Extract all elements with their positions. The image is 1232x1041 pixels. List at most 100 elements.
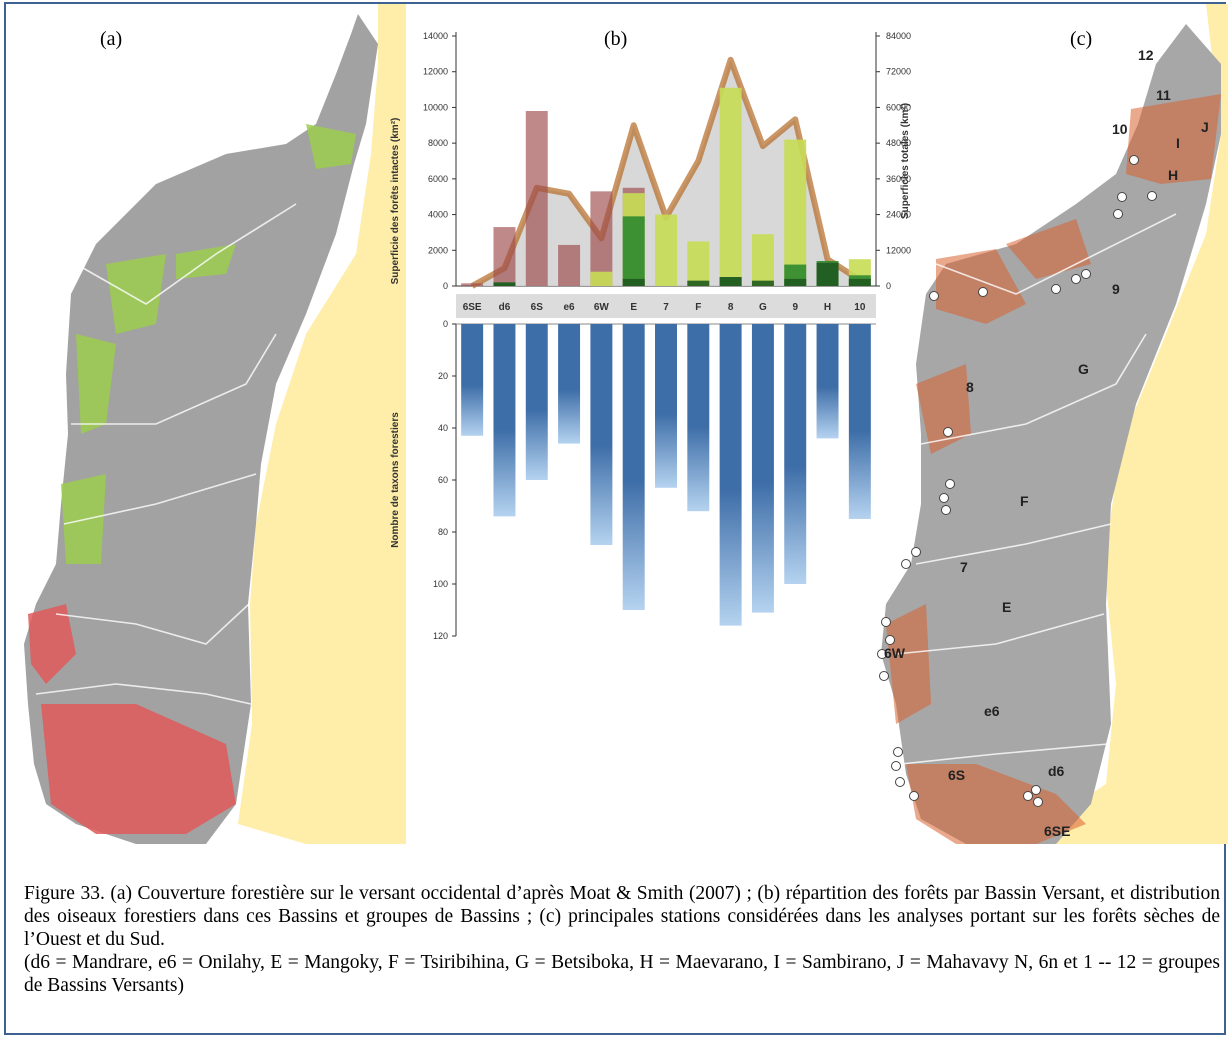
category-strip [456,294,876,318]
bottom-tick-label: 40 [438,423,448,433]
chart-labels: 0200040006000800010000120001400001200024… [390,31,911,641]
left-tick-label: 6000 [428,174,448,184]
bottom-tick-label: 0 [443,319,448,329]
area-total [472,59,860,286]
bottom-bar-F [687,324,710,512]
category-label-10: 10 [854,302,866,313]
top-bar-H [816,262,839,286]
top-right-axis-title: Superficies totales (km²) [900,103,911,219]
map-c-island [881,24,1221,844]
bottom-bar-H [816,324,839,439]
top-bar-8 [719,87,742,287]
panel-label-b: (b) [604,28,628,50]
category-label-6W: 6W [594,302,610,313]
right-tick-label: 72000 [886,67,911,77]
map-c-forest [886,94,1221,844]
top-bar-G [751,234,774,286]
category-label-H: H [824,302,831,313]
category-label-9: 9 [792,302,798,313]
map-c-label-E: E [1002,599,1011,615]
category-label-6S: 6S [531,302,544,313]
map-c-label-J: J [1201,119,1209,135]
bottom-bar-6W [590,324,613,545]
chart-bottom-bars [461,324,871,626]
bottom-bar-7 [655,324,677,488]
map-c-label-9: 9 [1112,281,1120,297]
map-a-red-forest [28,604,236,834]
top-bar-F [687,280,710,286]
left-tick-label: 10000 [423,102,448,112]
bottom-axis-title: Nombre de taxons forestiers [390,412,401,548]
category-label-7: 7 [663,302,669,313]
top-left-axis-title: Superficie des forêts intactes (km²) [390,118,401,285]
map-c-label-6W: 6W [884,645,906,661]
bottom-tick-label: 80 [438,527,448,537]
map-c-stations [877,155,1157,807]
left-tick-label: 12000 [423,67,448,77]
bottom-tick-label: 120 [433,631,448,641]
category-label-F: F [695,302,701,313]
category-label-6SE: 6SE [463,302,482,313]
right-tick-label: 0 [886,281,891,291]
bottom-bar-e6 [558,324,581,444]
map-c-label-7: 7 [960,559,968,575]
chart-b: 0200040006000800010000120001400001200024… [390,31,911,641]
bottom-bar-G [751,324,774,613]
map-c-label-6S: 6S [948,767,965,783]
category-label-e6: e6 [564,302,576,313]
left-tick-label: 8000 [428,138,448,148]
caption-line-2: (d6 = Mandrare, e6 = Onilahy, E = Mangok… [24,952,1220,996]
bottom-bar-10 [848,324,871,519]
top-bar-d6 [493,282,516,286]
right-tick-label: 12000 [886,245,911,255]
right-tick-label: 60000 [886,102,911,112]
map-c-label-d6: d6 [1048,763,1065,779]
top-bar-6W [590,271,613,286]
bottom-tick-label: 20 [438,371,448,381]
top-bar-F [687,241,710,286]
map-a [24,4,406,844]
map-c-label-10: 10 [1112,121,1128,137]
map-c-label-8: 8 [966,379,974,395]
bottom-bar-6SE [461,324,484,436]
right-tick-label: 24000 [886,210,911,220]
caption-line-1: Figure 33. (a) Couverture forestière sur… [24,883,1220,950]
top-bar-G [751,280,774,286]
top-bar-E [622,216,645,286]
top-bar-E [622,278,645,286]
bottom-tick-label: 100 [433,579,448,589]
bottom-bar-9 [784,324,807,584]
right-tick-label: 36000 [886,174,911,184]
top-bar-6W [590,191,613,286]
map-c-label-G: G [1078,361,1089,377]
map-c-sea [1016,4,1228,844]
map-c-label-12: 12 [1138,47,1154,63]
figure-caption: Figure 33. (a) Couverture forestière sur… [24,882,1220,997]
right-tick-label: 48000 [886,138,911,148]
bottom-bar-6S [525,324,548,480]
category-label-E: E [630,302,637,313]
top-bar-d6 [493,227,516,286]
map-c-borders [895,213,1177,765]
map-a-basin-borders [35,203,297,705]
bottom-bar-E [622,324,645,610]
panel-label-a: (a) [100,28,123,50]
left-tick-label: 14000 [423,31,448,41]
map-a-green-forest [61,124,356,564]
panel-label-c: (c) [1070,28,1093,50]
left-tick-label: 4000 [428,210,448,220]
map-c-label-F: F [1020,493,1029,509]
top-bar-9 [784,139,807,286]
top-bar-e6 [558,244,581,286]
map-a-coast-sea [238,4,406,844]
top-bar-6S [525,111,548,286]
bottom-tick-label: 60 [438,475,448,485]
right-tick-label: 84000 [886,31,911,41]
chart-bars [461,87,871,287]
bottom-bar-8 [719,324,742,626]
map-c: 12 11 10 J I H 9 G 8 F 7 E 6W e6 6S d6 6… [877,4,1228,844]
top-bar-10 [848,278,871,286]
top-bar-7 [655,214,677,286]
map-c-label-6SE: 6SE [1044,823,1070,839]
map-c-label-H: H [1168,167,1178,183]
